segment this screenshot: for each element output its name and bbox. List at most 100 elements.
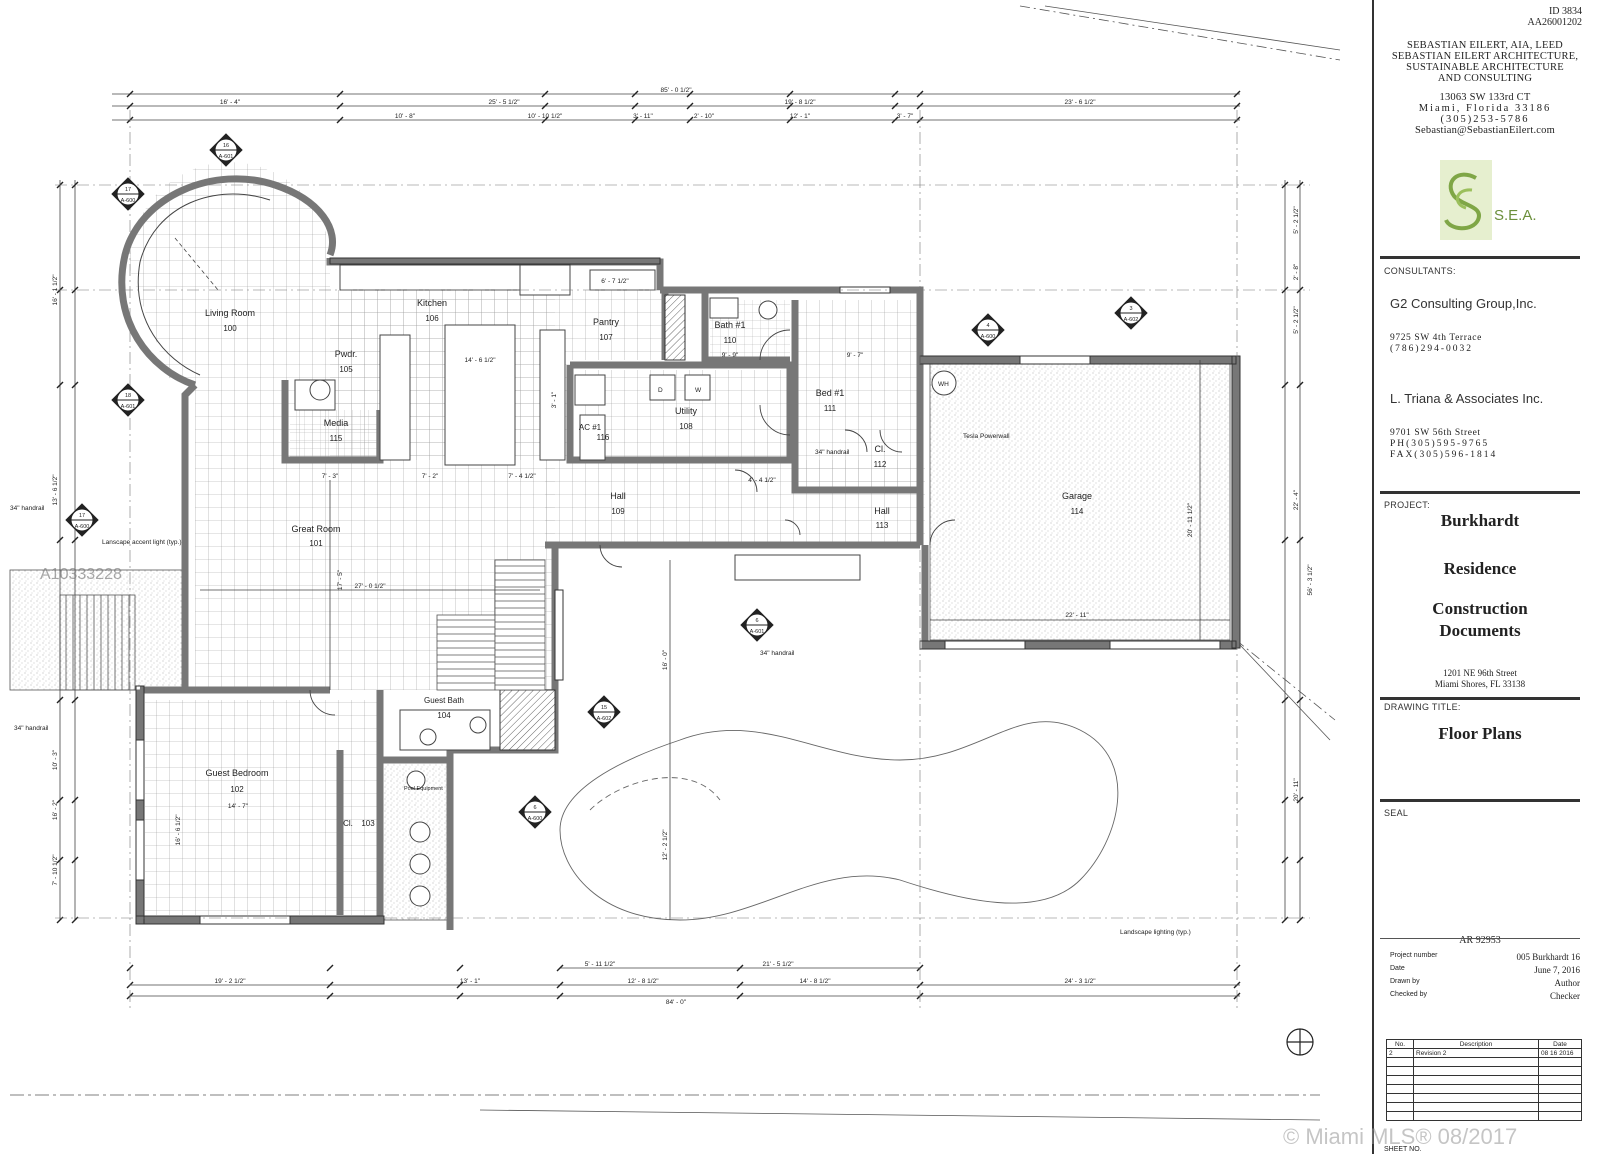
dim-top: 25' - 5 1/2" <box>488 99 520 106</box>
north-arrow-icon <box>1286 1028 1314 1056</box>
dimension-tick <box>1281 381 1289 389</box>
room-number: 108 <box>679 422 693 431</box>
dimension-tick <box>126 102 134 110</box>
room-name: Cl. <box>343 819 353 828</box>
dim-bottom: 5' - 11 1/2" <box>585 961 616 968</box>
revision-header: Description <box>1413 1039 1539 1049</box>
revision-cell: 08 16 2016 <box>1538 1048 1582 1058</box>
dim-top: 16' - 4" <box>220 99 241 106</box>
dim-right: 22' - 4" <box>1293 489 1300 510</box>
dim-top: 3' - 11" <box>633 113 653 120</box>
dimension-tick <box>686 116 694 124</box>
dim-interior: 16' - 0" <box>662 649 669 670</box>
room-number: 112 <box>874 460 887 469</box>
room-number: 105 <box>339 365 353 374</box>
sheet-label: SHEET NO. <box>1384 1146 1422 1153</box>
dimension-tick <box>786 90 794 98</box>
architect-registration: AR 92953 <box>1459 935 1501 946</box>
room-number: 100 <box>223 324 237 333</box>
revision-row <box>1386 1102 1582 1112</box>
dimension-tick <box>1233 102 1241 110</box>
section-callout-icon <box>587 695 621 729</box>
dimension-tick <box>631 90 639 98</box>
drawing-title: Floor Plans <box>1438 724 1522 743</box>
firm-line: SEBASTIAN EILERT ARCHITECTURE, <box>1391 51 1579 62</box>
dimension-tick <box>56 696 64 704</box>
dimension-tick <box>1296 536 1304 544</box>
dimension-tick <box>1296 381 1304 389</box>
dimension-tick <box>1281 286 1289 294</box>
callout-sheet: A-601 <box>219 154 234 160</box>
dimension-tick <box>456 981 464 989</box>
dim-interior: 17' - 5" <box>337 569 344 590</box>
room-number: 103 <box>361 819 375 828</box>
dim-interior: 7' - 2" <box>422 473 439 480</box>
meta-value: June 7, 2016 <box>1534 965 1580 975</box>
address-line: 9701 SW 56th Street <box>1390 428 1481 438</box>
note-washer: W <box>695 387 702 394</box>
firm-line: AND CONSULTING <box>1437 73 1533 84</box>
revision-row <box>1386 1075 1582 1085</box>
callout-number: 4 <box>986 323 989 329</box>
room-number: 111 <box>824 404 837 413</box>
dim-bottom: 21' - 5 1/2" <box>762 961 794 968</box>
dimension-tick <box>556 992 564 1000</box>
dimension-tick <box>736 964 744 972</box>
divider <box>1380 491 1580 494</box>
revision-cell: Revision 2 <box>1413 1048 1539 1058</box>
room-name: Hall <box>610 491 626 501</box>
license-block: ID 3834 AA26001202 <box>1528 6 1582 28</box>
room-number: 104 <box>437 711 451 720</box>
meta-value: Checker <box>1550 991 1580 1001</box>
address-line: (786)294-0032 <box>1390 344 1473 354</box>
dimension-tick <box>1296 856 1304 864</box>
section-callout-icon <box>971 313 1005 347</box>
dim-right: 5' - 2 1/2" <box>1293 306 1300 334</box>
dimension-tick <box>736 992 744 1000</box>
logo-text: S.E.A. <box>1494 207 1537 224</box>
dim-bottom: 24' - 3 1/2" <box>1064 978 1096 985</box>
dimension-tick <box>71 536 79 544</box>
dimension-tick <box>56 796 64 804</box>
project-title-line: Residence <box>1443 559 1517 578</box>
firm-line: SUSTAINABLE ARCHITECTURE <box>1406 62 1564 73</box>
pool-outline <box>559 721 1119 921</box>
dimension-tick <box>56 536 64 544</box>
dim-interior: 7' - 3" <box>322 473 339 480</box>
dimension-tick <box>336 90 344 98</box>
dimension-tick <box>326 981 334 989</box>
dimension-tick <box>1296 286 1304 294</box>
dimension-tick <box>1296 796 1304 804</box>
callout-sheet: A-600 <box>75 524 90 530</box>
dim-left: 7' - 10 1/2" <box>52 854 59 886</box>
dim-top: 10' - 10 1/2" <box>528 113 563 120</box>
dimension-labels: 85' - 0 1/2" 16' - 4" 25' - 5 1/2" 19' -… <box>52 87 1314 1006</box>
section-callout-icon <box>111 383 145 417</box>
callout-sheet: A-601 <box>121 404 136 410</box>
dim-right: 2' - 8" <box>1293 263 1300 280</box>
dim-interior: 4' - 4 1/2" <box>748 477 776 484</box>
dimension-tick <box>71 796 79 804</box>
note-water-heater: WH <box>938 381 949 388</box>
dimension-tick <box>916 102 924 110</box>
dimension-tick <box>56 856 64 864</box>
dim-right: 5' - 2 1/2" <box>1293 206 1300 234</box>
callout-sheet: A-602 <box>1124 317 1139 323</box>
meta-key: Drawn by <box>1390 978 1420 985</box>
dim-bottom: 14' - 8 1/2" <box>799 978 831 985</box>
dimension-tick <box>556 981 564 989</box>
room-number: 106 <box>425 314 439 323</box>
dim-top: 23' - 6 1/2" <box>1064 99 1096 106</box>
dimension-tick <box>126 90 134 98</box>
dim-bottom: 12' - 8 1/2" <box>627 978 659 985</box>
room-name: Great Room <box>291 524 340 534</box>
dim-top: 2' - 10" <box>694 113 715 120</box>
revision-row <box>1386 1066 1582 1076</box>
section-callout-icon <box>740 608 774 642</box>
consultant-address: 9725 SW 4th Terrace (786)294-0032 <box>1390 333 1482 355</box>
dim-left: 16' - 1 1/2" <box>52 274 59 306</box>
dimension-tick <box>1296 181 1304 189</box>
section-callout-icon <box>518 795 552 829</box>
